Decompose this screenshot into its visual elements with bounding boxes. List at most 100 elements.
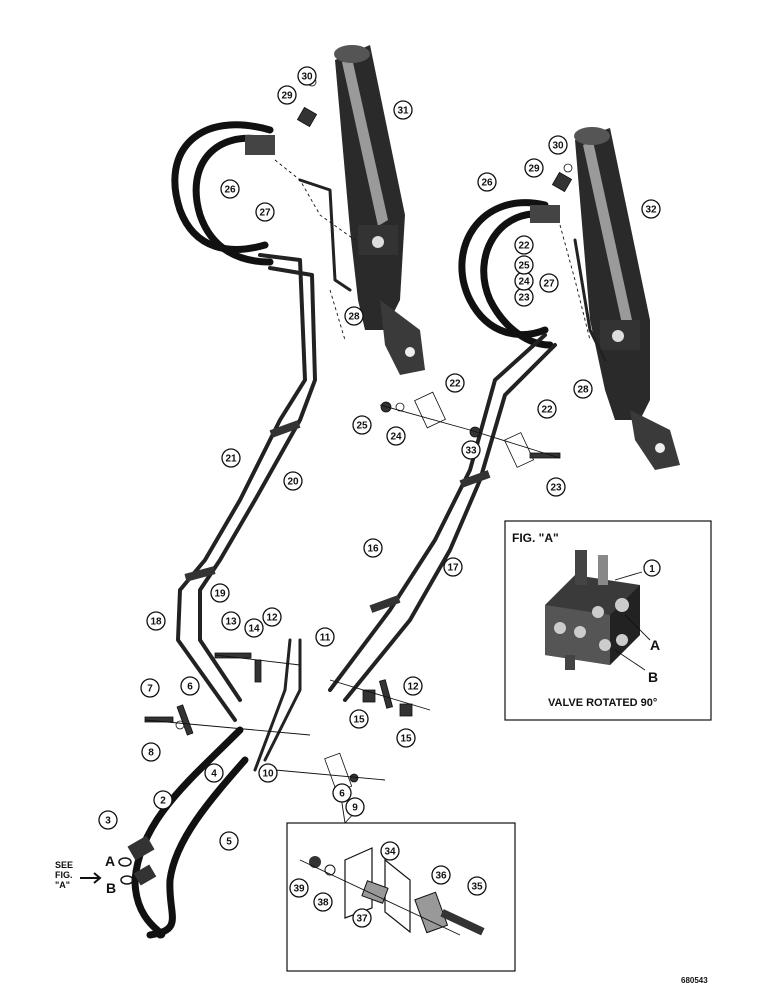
callout-number: 22: [518, 241, 530, 252]
callout-19: 19: [210, 583, 230, 603]
callout-12: 12: [403, 676, 423, 696]
callout-number: 8: [148, 748, 154, 759]
callout-circle: [153, 790, 173, 810]
callout-25: 25: [352, 415, 372, 435]
callout-23: 23: [514, 287, 534, 307]
fig-a-inset: FIG. "A" 1 A B VALVE ROTATED 90°: [504, 520, 712, 721]
callout-circle: [386, 426, 406, 446]
hardware-items: [144, 77, 573, 793]
callout-circle: [461, 440, 481, 460]
callout-circle: [514, 255, 534, 275]
callout-number: 24: [390, 432, 402, 443]
callout-circle: [537, 399, 557, 419]
callout-38: 38: [313, 892, 333, 912]
callout-circle: [315, 627, 335, 647]
callout-36: 36: [431, 865, 451, 885]
callout-number: 34: [384, 847, 396, 858]
hose-left-upper: [171, 121, 275, 266]
callout-number: 7: [147, 684, 153, 695]
callout-circle: [140, 678, 160, 698]
fig-a-callout-1: 1: [649, 564, 655, 575]
callout-circle: [220, 179, 240, 199]
callout-number: 3: [105, 816, 111, 827]
callout-14: 14: [244, 618, 264, 638]
callout-30: 30: [548, 135, 568, 155]
callout-circle: [244, 618, 264, 638]
callout-circle: [477, 172, 497, 192]
callout-number: 2: [160, 796, 166, 807]
drawing-number: 680543: [681, 976, 708, 985]
callout-circle: [98, 810, 118, 830]
callout-circle: [345, 797, 365, 817]
callout-circle: [380, 841, 400, 861]
callout-number: 29: [528, 164, 540, 175]
callout-circle: [258, 763, 278, 783]
callout-number: 19: [214, 589, 226, 600]
callout-6: 6: [180, 676, 200, 696]
callout-circle: [352, 908, 372, 928]
port-label-b: B: [106, 880, 116, 896]
callout-circle: [573, 379, 593, 399]
callout-21: 21: [221, 448, 241, 468]
callout-24: 24: [386, 426, 406, 446]
callout-25: 25: [514, 255, 534, 275]
cylinder-left: [334, 45, 425, 375]
fig-a-caption: VALVE ROTATED 90°: [548, 697, 657, 709]
callout-number: 27: [543, 279, 555, 290]
callout-32: 32: [641, 199, 661, 219]
callout-11: 11: [315, 627, 335, 647]
see-fig-a-note: SEE FIG. "A" A B: [55, 835, 157, 896]
callout-number: 22: [449, 379, 461, 390]
callout-number: 37: [356, 914, 368, 925]
callout-number: 25: [518, 261, 530, 272]
callout-number: 16: [367, 544, 379, 555]
callout-layer: 2345667891011121213141515161718192021222…: [98, 66, 661, 928]
callout-number: 23: [550, 483, 562, 494]
callout-37: 37: [352, 908, 372, 928]
detail-inset-box: [286, 789, 516, 972]
callout-2: 2: [153, 790, 173, 810]
callout-circle: [180, 676, 200, 696]
callout-28: 28: [344, 306, 364, 326]
callout-number: 30: [552, 141, 564, 152]
callout-7: 7: [140, 678, 160, 698]
callout-number: 9: [352, 803, 358, 814]
guide-lines: [144, 159, 591, 781]
see-fig-line1: SEE: [55, 860, 73, 870]
callout-number: 26: [224, 185, 236, 196]
callout-number: 18: [150, 617, 162, 628]
callout-circle: [514, 235, 534, 255]
callout-circle: [349, 709, 369, 729]
callout-26: 26: [220, 179, 240, 199]
callout-number: 25: [356, 421, 368, 432]
callout-number: 14: [248, 624, 260, 635]
callout-number: 28: [577, 385, 589, 396]
callout-number: 23: [518, 293, 530, 304]
callout-22: 22: [537, 399, 557, 419]
callout-circle: [283, 471, 303, 491]
callout-13: 13: [221, 611, 241, 631]
callout-number: 38: [317, 898, 329, 909]
callout-4: 4: [204, 763, 224, 783]
callout-number: 26: [481, 178, 493, 189]
callout-10: 10: [258, 763, 278, 783]
callout-34: 34: [380, 841, 400, 861]
callout-number: 10: [262, 769, 274, 780]
callout-circle: [443, 557, 463, 577]
callout-number: 12: [266, 613, 278, 624]
callout-number: 13: [225, 617, 237, 628]
callout-circle: [546, 477, 566, 497]
callout-35: 35: [467, 876, 487, 896]
callout-number: 32: [645, 205, 657, 216]
callout-31: 31: [393, 100, 413, 120]
tube-set-middle: [253, 638, 302, 772]
callout-number: 33: [465, 446, 477, 457]
callout-number: 6: [187, 682, 193, 693]
callout-30: 30: [297, 66, 317, 86]
callout-number: 17: [447, 563, 459, 574]
callout-number: 29: [281, 91, 293, 102]
callout-circle: [641, 199, 661, 219]
callout-circle: [363, 538, 383, 558]
callout-number: 27: [259, 208, 271, 219]
